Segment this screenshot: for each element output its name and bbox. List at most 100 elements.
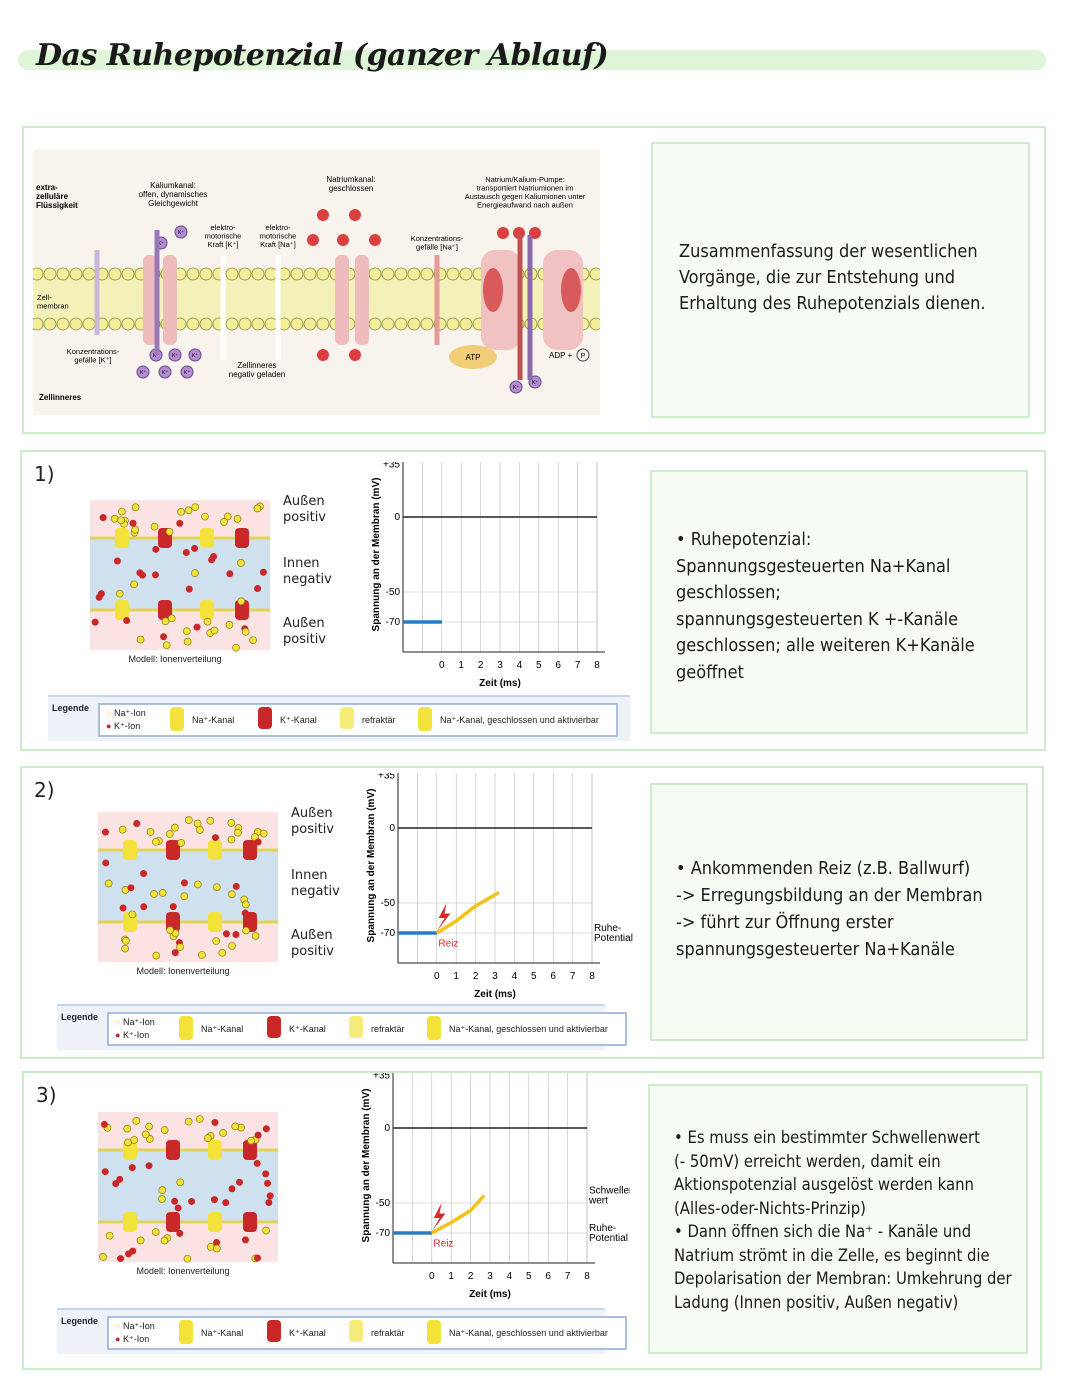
x-tick-label: 2: [478, 660, 484, 671]
legend-na-kanal: Na⁺-Kanal: [201, 1328, 244, 1338]
legend-k-ion: ● K⁺-Ion: [106, 721, 141, 731]
y-tick-label: -50: [381, 898, 396, 909]
y-tick-label: +35: [383, 462, 400, 471]
x-tick-label: 7: [570, 971, 576, 982]
step-number: 3): [36, 1083, 57, 1107]
figure-label: K⁺: [153, 353, 159, 359]
na-ion: [227, 819, 236, 827]
schwelle-label: Schwellen-wert: [588, 1186, 630, 1207]
k-ion: [211, 834, 219, 842]
k-ion: [97, 590, 105, 598]
page-title: Das Ruhepotenzial (ganzer Ablauf): [36, 38, 609, 73]
na-ion: [150, 522, 159, 531]
na-ion: [195, 1115, 204, 1123]
figure-label: P: [581, 353, 586, 360]
title-highlight: [18, 50, 1046, 70]
na-ion: [165, 527, 174, 536]
na-ion: [118, 507, 126, 516]
x-tick-label: 5: [531, 971, 537, 982]
na-ion: [231, 1122, 240, 1131]
k-ion: [176, 1229, 184, 1237]
refractory-channel-icon: [349, 1320, 363, 1342]
k-ion: [127, 884, 135, 892]
x-tick-label: 7: [575, 660, 581, 671]
x-tick-label: 4: [512, 971, 518, 982]
k-ion: [101, 1168, 109, 1176]
figure-label: Zellinneres: [39, 393, 82, 402]
legend-na-ion: ○ Na⁺-Ion: [106, 708, 146, 718]
na-ion: [253, 504, 262, 513]
k-ion: [265, 1199, 273, 1207]
na-ion: [213, 1244, 221, 1253]
k-ion: [210, 552, 218, 560]
figure-label: ATP: [466, 353, 481, 362]
k-ion: [91, 618, 99, 626]
na-closed-channel-icon: [418, 707, 432, 731]
k-ion: [241, 909, 249, 917]
na-ion: [201, 512, 209, 521]
na-ion: [185, 816, 193, 824]
step-note: • Ruhepotenzial: Spannungsgesteuerten Na…: [650, 470, 1028, 734]
k-ion: [226, 570, 234, 578]
k-ion: [191, 544, 199, 552]
figure-label: Konzentrations-gefälle [K⁺]: [67, 347, 120, 365]
na-ion: [110, 514, 119, 523]
na-ion: [145, 1122, 153, 1131]
na-channel-icon: [170, 707, 184, 731]
na-ion: [241, 627, 250, 636]
ion-channel: [166, 1140, 180, 1160]
na-ion: [193, 880, 202, 889]
na-ion: [225, 621, 234, 629]
x-tick-label: 0: [429, 1271, 435, 1282]
na-ion: [237, 597, 246, 606]
x-axis-label: Zeit (ms): [469, 1289, 511, 1300]
na-ion: [203, 617, 212, 626]
y-axis-label: Spannung an der Membran (mV): [361, 1089, 372, 1243]
k-ion: [262, 1125, 270, 1133]
legend-k-kanal: K⁺-Kanal: [289, 1024, 326, 1034]
na-ion: [158, 1186, 167, 1194]
ion-channel: [243, 1212, 257, 1232]
legend-refraktaer: refraktär: [362, 715, 396, 725]
na-ion: [121, 936, 130, 945]
x-tick-label: 6: [545, 1271, 551, 1282]
x-tick-label: 8: [584, 1271, 590, 1282]
na-ion: [158, 889, 167, 897]
k-ion: [262, 1170, 270, 1178]
legend-na-ion: ○ Na⁺-Ion: [115, 1321, 155, 1331]
step-note-text: • Ruhepotenzial: Spannungsgesteuerten Na…: [676, 529, 975, 683]
k-ion: [116, 1175, 124, 1183]
k-ion: [182, 548, 190, 556]
x-tick-label: 3: [497, 660, 503, 671]
ion-channel: [200, 528, 214, 548]
step-number: 2): [34, 778, 55, 802]
k-ion: [232, 882, 240, 890]
na-ion: [195, 826, 204, 834]
summary-text: Zusammenfassung der wesentlichen Vorgäng…: [679, 241, 986, 314]
y-tick-label: 0: [389, 823, 395, 834]
k-ion: [254, 838, 262, 846]
ion-channel: [208, 1140, 222, 1160]
ion-model: [90, 500, 270, 652]
na-ion: [212, 937, 221, 945]
k-ion: [232, 930, 240, 938]
x-tick-label: 1: [453, 971, 459, 982]
k-ion: [128, 1164, 136, 1172]
na-ion: [317, 349, 329, 361]
na-ion: [232, 643, 240, 652]
na-ion: [130, 1136, 139, 1144]
ion-channel: [166, 840, 180, 860]
k-ion: [259, 568, 267, 576]
figure-label: K⁺: [172, 353, 178, 359]
na-ion: [237, 559, 245, 567]
na-ion: [249, 636, 257, 645]
k-ion: [254, 1131, 262, 1139]
side-label-aussen: Außen positiv: [283, 616, 326, 647]
figure-label: K⁺: [532, 380, 538, 386]
x-tick-label: 5: [536, 660, 542, 671]
k-ion: [180, 365, 194, 379]
na-ion: [251, 932, 260, 940]
atp: [449, 345, 497, 369]
